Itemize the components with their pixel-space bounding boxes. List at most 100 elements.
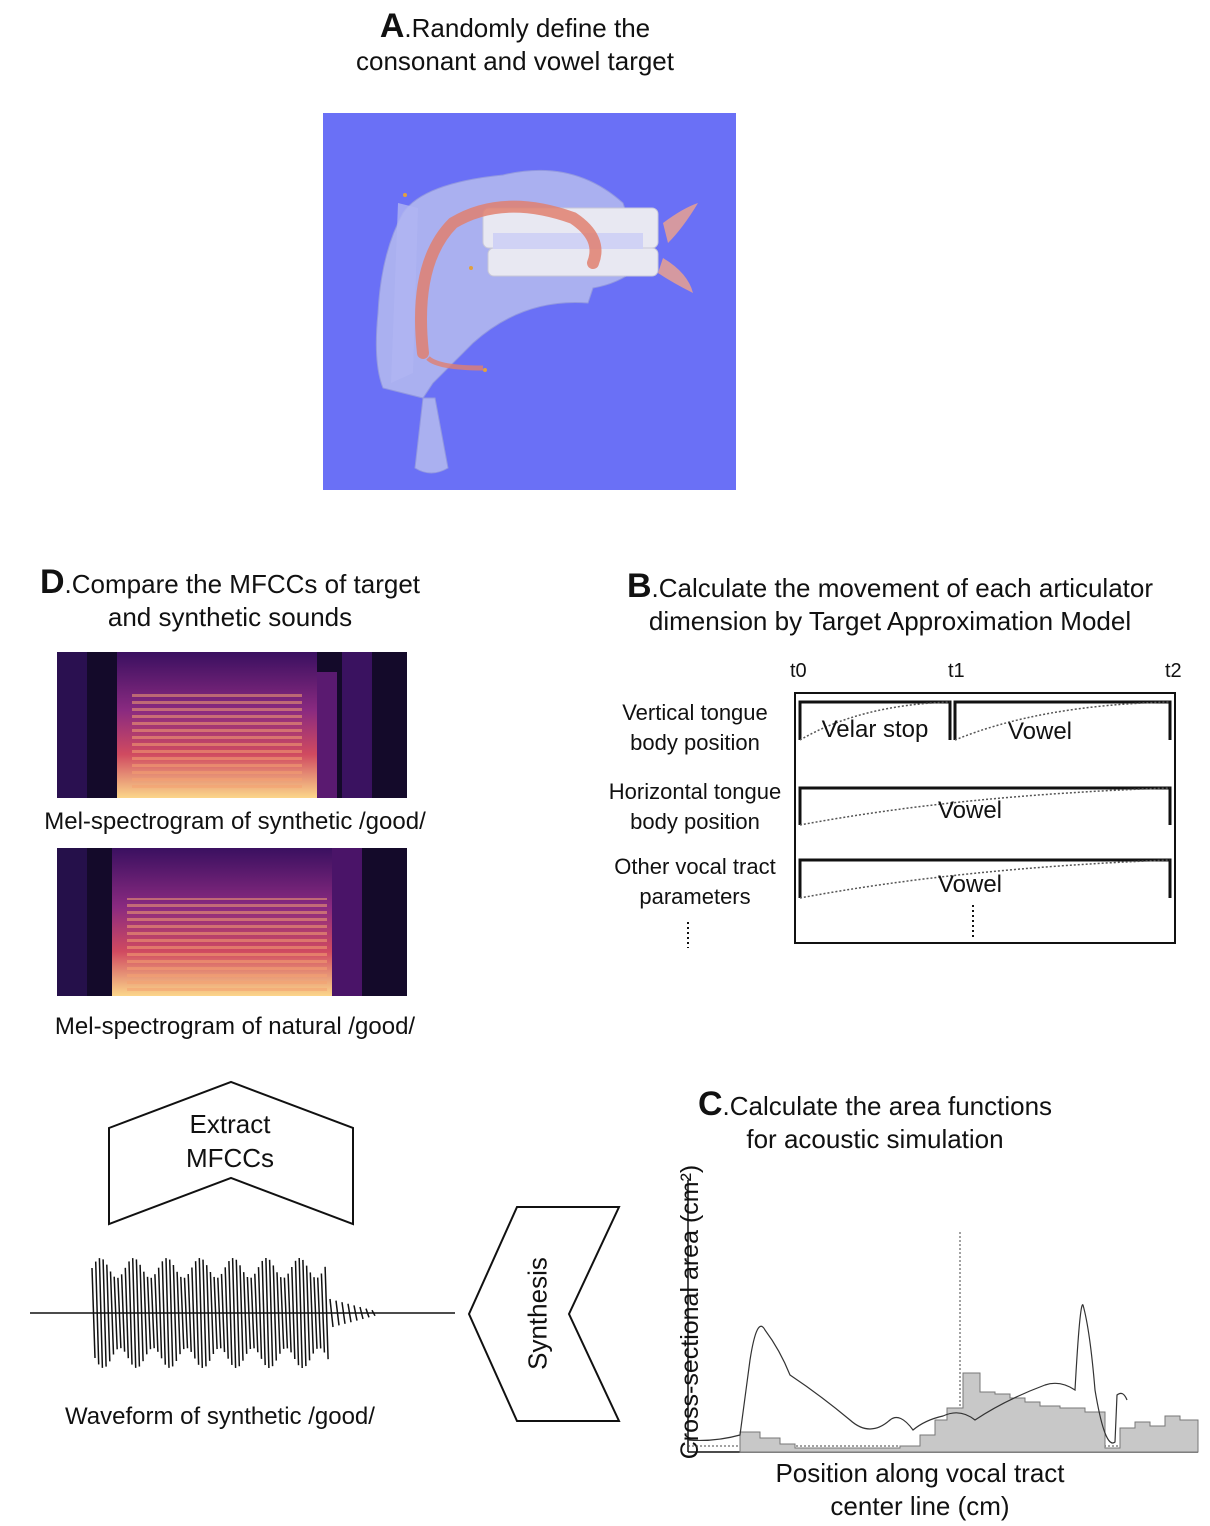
waveform-stroke: [231, 1258, 237, 1368]
waveform-stroke: [172, 1264, 178, 1362]
waveform-stroke: [242, 1272, 248, 1354]
waveform-stroke: [283, 1277, 289, 1349]
panel-b-title-line2: dimension by Target Approximation Model: [648, 606, 1132, 636]
waveform-stroke: [135, 1259, 141, 1367]
waveform-stroke: [191, 1267, 196, 1359]
panel-c-title-line1: .Calculate the area functions: [722, 1091, 1053, 1121]
waveform-stroke: [146, 1276, 152, 1350]
waveform-stroke: [194, 1261, 200, 1365]
waveform-stroke: [94, 1261, 100, 1365]
waveform-stroke: [120, 1274, 126, 1352]
waveform-stroke: [324, 1266, 329, 1360]
panel-d-title-line1: .Compare the MFCCs of target: [64, 569, 421, 599]
waveform-stroke: [353, 1305, 358, 1321]
waveform-stroke: [209, 1271, 215, 1355]
panel-b-title: B.Calculate the movement of each articul…: [585, 567, 1195, 638]
spec2-caption: Mel-spectrogram of natural /good/: [54, 1013, 416, 1040]
waveform-stroke: [168, 1259, 174, 1367]
waveform-stroke: [287, 1273, 292, 1353]
waveform-stroke: [150, 1277, 155, 1349]
row1-seg1-label: Velar stop: [821, 716, 929, 743]
panel-d-title: D.Compare the MFCCs of target and synthe…: [10, 563, 450, 634]
panel-b-letter: B: [626, 567, 652, 605]
waveform-stroke: [265, 1258, 270, 1368]
vocal-tract-3d-model: [323, 113, 736, 490]
row2-seg1-label: Vowel: [937, 797, 1003, 824]
panel-a-title: A.Randomly define the consonant and vowe…: [300, 7, 730, 78]
waveform-stroke: [213, 1276, 218, 1350]
waveform-stroke: [254, 1273, 259, 1353]
waveform-stroke: [298, 1258, 303, 1368]
panel-c-letter: C: [697, 1085, 723, 1123]
waveform-stroke: [139, 1264, 144, 1362]
extract-mfccs-arrow: [108, 1080, 354, 1226]
waveform-stroke: [228, 1261, 233, 1365]
waveform-stroke: [205, 1265, 211, 1361]
panel-a-letter: A: [379, 7, 405, 45]
waveform-stroke: [302, 1259, 307, 1367]
waveform-stroke: [341, 1302, 346, 1324]
waveform-stroke: [98, 1258, 104, 1368]
waveform-stroke: [187, 1274, 192, 1352]
waveform-stroke: [335, 1300, 340, 1326]
waveform-stroke: [272, 1265, 278, 1361]
waveform-stroke: [291, 1266, 296, 1360]
waveform-stroke: [154, 1274, 159, 1352]
waveform-stroke: [276, 1272, 281, 1354]
row3-seg1-label: Vowel: [937, 871, 1003, 898]
waveform-stroke: [313, 1277, 318, 1349]
mel-spectrogram-natural: [57, 848, 407, 996]
panel-a-title-line2: consonant and vowel target: [356, 46, 674, 76]
panel-a-title-line1: .Randomly define the: [404, 13, 651, 43]
waveform-stroke: [250, 1277, 255, 1349]
waveform-stroke: [217, 1277, 222, 1349]
waveform-stroke: [359, 1306, 364, 1320]
row1-seg2-label: Vowel: [1007, 718, 1073, 745]
panel-c-title: C.Calculate the area functions for acous…: [660, 1085, 1090, 1156]
waveform-stroke: [320, 1273, 326, 1353]
waveform-stroke: [102, 1259, 107, 1367]
time-label-t1: t1: [948, 660, 965, 682]
waveform-stroke: [224, 1267, 229, 1359]
synthesis-arrow: [467, 1206, 621, 1422]
panel-d-title-line2: and synthetic sounds: [107, 602, 353, 632]
waveform-stroke: [165, 1258, 170, 1368]
waveform-stroke: [91, 1267, 96, 1359]
time-label-t0: t0: [790, 660, 807, 682]
waveform-stroke: [113, 1276, 118, 1350]
spec1-caption: Mel-spectrogram of synthetic /good/: [44, 808, 426, 835]
waveform-stroke: [329, 1298, 334, 1328]
target-approximation-diagram: [687, 692, 1176, 948]
waveform-stroke: [157, 1267, 163, 1359]
waveform-stroke: [109, 1271, 115, 1355]
waveform-stroke: [143, 1271, 148, 1355]
synthesis-label: Synthesis: [522, 1257, 553, 1370]
area-function-plot: [687, 1180, 1199, 1453]
waveform-stroke: [365, 1308, 370, 1318]
waveform-stroke: [106, 1264, 111, 1362]
waveform-caption: Waveform of synthetic /good/: [65, 1403, 375, 1430]
waveform-stroke: [128, 1261, 133, 1365]
waveform-stroke: [239, 1265, 244, 1361]
waveform-stroke: [257, 1267, 263, 1359]
mel-spectrogram-synthetic: [57, 652, 407, 798]
waveform-stroke: [220, 1273, 226, 1353]
waveform-stroke: [180, 1276, 185, 1350]
waveform-stroke: [117, 1277, 122, 1349]
panel-c-title-line2: for acoustic simulation: [746, 1124, 1004, 1154]
waveform-stroke: [202, 1259, 207, 1367]
waveform-stroke: [161, 1261, 167, 1365]
synthetic-waveform: [30, 1258, 455, 1368]
waveform-stroke: [294, 1260, 300, 1366]
waveform-stroke: [347, 1303, 352, 1323]
waveform-stroke: [309, 1272, 315, 1354]
waveform-stroke: [279, 1277, 285, 1349]
waveform-stroke: [246, 1276, 252, 1350]
panel-d-letter: D: [39, 563, 65, 601]
waveform-stroke: [371, 1309, 376, 1317]
